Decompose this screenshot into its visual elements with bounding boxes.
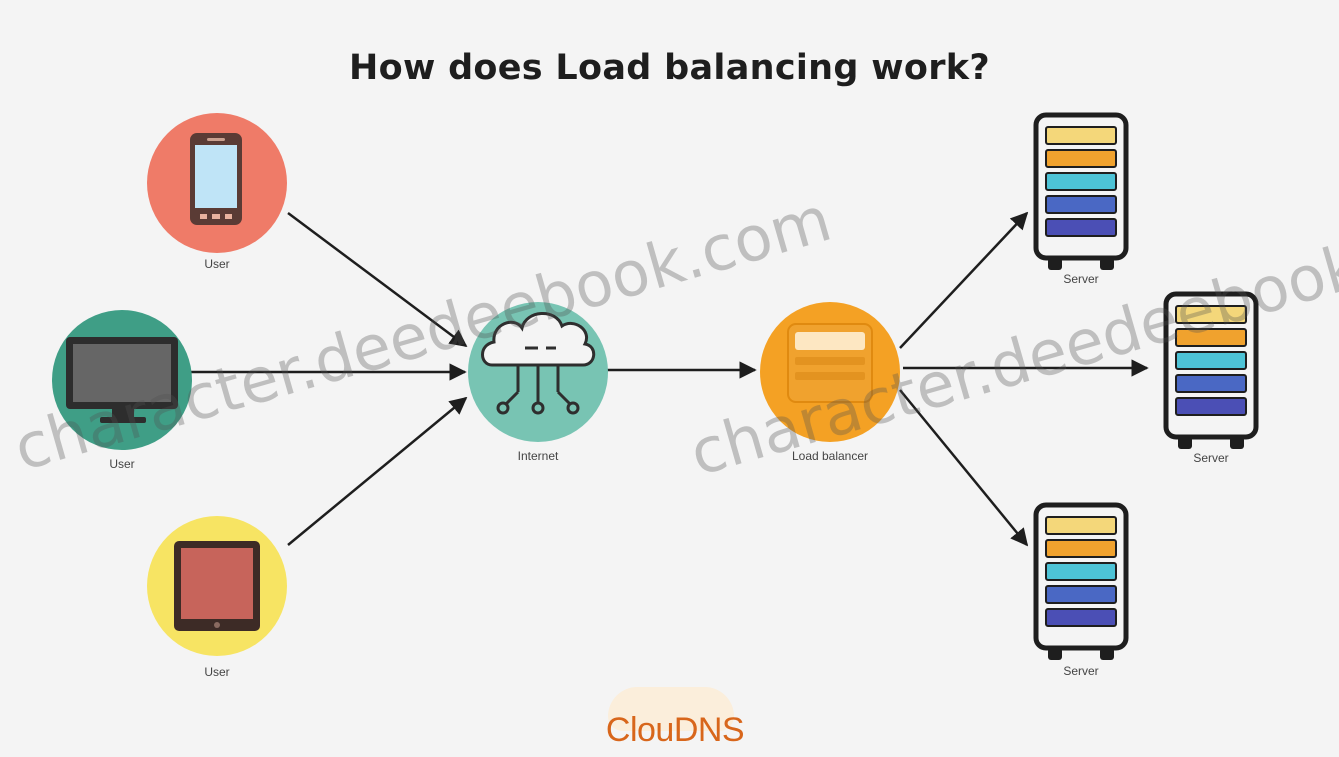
server-middle-node: [1163, 291, 1259, 449]
cloud-network-icon: [481, 312, 596, 415]
server-top-label: Server: [1063, 272, 1099, 286]
user-tablet-label: User: [204, 665, 230, 679]
server-rack-icon: [1163, 291, 1259, 449]
load-balancer-device-icon: [787, 323, 873, 403]
cloudns-logo: ClouDNS: [590, 685, 760, 757]
user-desktop-node: [52, 310, 192, 450]
user-desktop-label: User: [109, 457, 135, 471]
tablet-icon: [174, 541, 260, 631]
user-phone-label: User: [204, 257, 230, 271]
user-phone-node: [147, 113, 287, 253]
server-middle-label: Server: [1193, 451, 1229, 465]
logo-text: ClouDNS: [605, 711, 745, 749]
connection-arrows: [190, 211, 1149, 547]
arrow-tablet-to-internet: [287, 396, 468, 546]
internet-node: [468, 302, 608, 442]
internet-label: Internet: [517, 449, 559, 463]
server-top-node: [1033, 112, 1129, 270]
server-bottom-node: [1033, 502, 1129, 660]
diagram-title: How does Load balancing work?: [349, 48, 990, 88]
server-bottom-label: Server: [1063, 664, 1099, 678]
arrow-load-balancer-to-server-top: [899, 211, 1029, 349]
server-rack-icon: [1033, 112, 1129, 270]
smartphone-icon: [190, 133, 242, 225]
server-rack-icon: [1033, 502, 1129, 660]
cloud-logo-icon: [608, 687, 734, 731]
load-balancer-label: Load balancer: [791, 449, 869, 463]
arrow-phone-to-internet: [287, 211, 468, 348]
load-balancer-node: [760, 302, 900, 442]
arrow-load-balancer-to-server-bottom: [899, 389, 1029, 547]
user-tablet-node: [147, 516, 287, 656]
monitor-icon: [66, 337, 178, 423]
